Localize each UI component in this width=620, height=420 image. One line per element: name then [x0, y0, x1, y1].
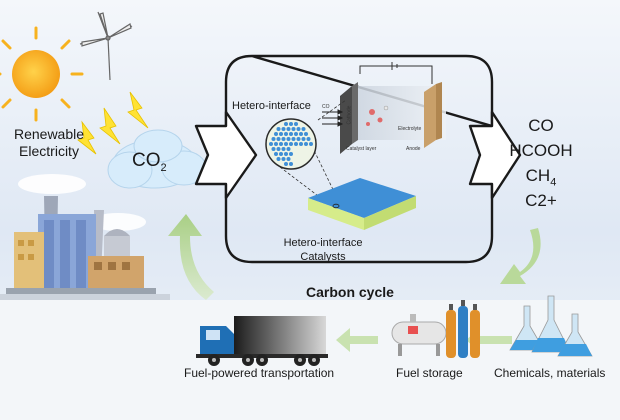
catalyst-atom: [304, 132, 308, 136]
process-loop: [224, 54, 494, 264]
co2-inlet-arrows: [322, 109, 344, 127]
carbon-cycle-title: Carbon cycle: [306, 284, 394, 300]
product-formula: HCOOH: [509, 141, 573, 160]
fuel-storage-icon: [391, 300, 480, 358]
catalyst-atom: [294, 122, 298, 126]
product-item: CH4: [506, 166, 576, 188]
sun-icon: [0, 26, 84, 122]
catalyst-atom: [284, 132, 288, 136]
wind-turbine-icon: [79, 11, 133, 81]
catalyst-atom: [279, 152, 283, 156]
renewable-electricity-label: Renewable Electricity: [13, 126, 85, 159]
products-to-chemicals-arrow: [500, 228, 541, 284]
catalyst-atom: [276, 147, 281, 151]
co2-label: CO2: [132, 150, 167, 174]
transport-label: Fuel-powered transportation: [184, 366, 335, 380]
fuel-storage-label: Fuel storage: [396, 366, 463, 380]
electrolyte-label: Electrolyte: [398, 126, 422, 132]
catalyst-atom: [284, 122, 288, 126]
catalyst-atom: [284, 162, 288, 166]
catalyst-atom: [304, 142, 308, 146]
input-arrow-icon: [194, 110, 258, 200]
catalyst-atom: [286, 137, 291, 141]
catalyst-atom: [271, 137, 276, 141]
transport-to-co2-arrow: [168, 214, 214, 300]
product-item: CO: [506, 116, 576, 136]
product-formula: CO: [528, 116, 554, 135]
catalyst-slab: [308, 178, 416, 230]
product-item: C2+: [506, 191, 576, 211]
catalyst-atom: [286, 147, 291, 151]
output-arrow-icon: [468, 110, 522, 200]
cathode-label: Cathode: [346, 105, 353, 125]
anode-label: Anode: [406, 146, 421, 152]
catalyst-atom: [301, 127, 306, 131]
catalyst-atom: [286, 127, 291, 131]
catalyst-atom: [284, 152, 288, 156]
catalyst-atom: [276, 157, 281, 161]
catalyst-atom: [286, 157, 291, 161]
hetero-interface-label: Hetero-interface: [232, 100, 311, 112]
magnified-catalyst-icon: [265, 118, 317, 170]
catalyst-atom: [281, 147, 286, 151]
catalyst-atom: [289, 122, 293, 126]
catalyst-atom: [281, 157, 286, 161]
catalyst-atom: [289, 152, 293, 156]
catalyst-atom: [296, 137, 301, 141]
factory-illustration: [0, 174, 170, 300]
catalyst-atom: [289, 132, 293, 136]
catalyst-atom: [284, 142, 288, 146]
catalyst-atom: [299, 142, 303, 146]
catalyst-atom: [299, 132, 303, 136]
catalyst-atom: [296, 127, 301, 131]
co2-main-text: CO: [132, 150, 161, 171]
co2-subscript: 2: [160, 161, 167, 174]
catalyst-atom: [274, 152, 278, 156]
catalyst-atom: [271, 147, 276, 151]
catalyst-atom: [291, 137, 296, 141]
co2-inlet-label: CO: [322, 104, 330, 110]
catalyst-atom: [269, 142, 273, 146]
catalyst-atom: [289, 162, 293, 166]
product-subscript: 4: [550, 176, 557, 189]
hetero-interface-catalysts-label: Hetero-interface Catalysts: [283, 237, 363, 263]
electrolysis-cell: [340, 62, 446, 154]
catalyst-atom: [276, 137, 281, 141]
product-item: HCOOH: [506, 141, 576, 161]
product-formula: CH: [525, 166, 551, 185]
catalyst-atom: [281, 137, 286, 141]
catalyst-atom: [281, 127, 286, 131]
catalyst-atom: [309, 142, 313, 146]
catalyst-atom: [294, 142, 298, 146]
catalyst-atom: [306, 137, 311, 141]
product-formula: C2+: [525, 191, 557, 210]
catalyst-atom: [274, 132, 278, 136]
catalyst-atom: [279, 132, 283, 136]
catalyst-atom: [289, 142, 293, 146]
catalyst-layer-label: Catalyst layer: [346, 146, 377, 152]
storage-to-transport-arrow: [336, 328, 378, 352]
catalyst-atom: [279, 142, 283, 146]
catalyst-atom: [291, 127, 296, 131]
catalyst-atom: [301, 137, 306, 141]
flasks-icon: [509, 295, 593, 357]
co2-cloud: [107, 129, 207, 189]
truck-icon: [196, 316, 328, 366]
lightning-icon: [77, 91, 149, 155]
catalyst-atom: [276, 127, 281, 131]
catalyst-atom: [294, 132, 298, 136]
catalyst-atom: [274, 142, 278, 146]
chemicals-materials-label: Chemicals, materials: [494, 366, 606, 380]
